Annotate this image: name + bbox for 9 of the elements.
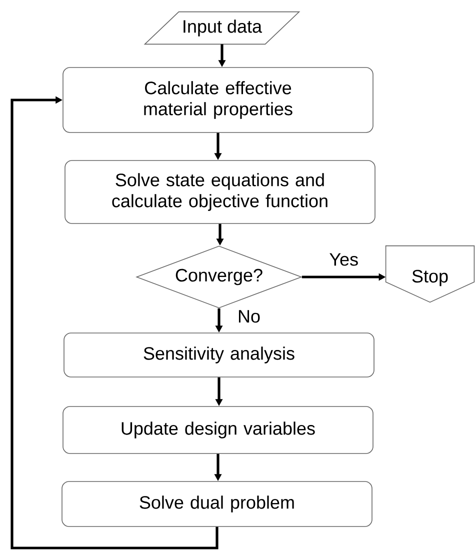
terminal-pentagon: Stop (385, 245, 475, 303)
process-box: Update design variables (62, 406, 374, 454)
process-box: Solve state equations and calculate objective function (64, 160, 376, 224)
edge-label: No (236, 309, 262, 324)
process-box: Solve dual problem (62, 481, 372, 527)
process-box: Calculate effective material properties (62, 67, 374, 133)
process-box: Sensitivity analysis (64, 332, 374, 378)
arrow (10, 96, 218, 550)
edge-label: Yes (328, 252, 360, 267)
